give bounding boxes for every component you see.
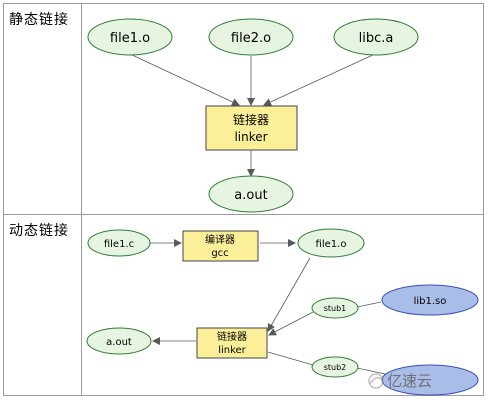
watermark-logo-icon bbox=[368, 373, 384, 389]
dynamic-compiler-en-label: gcc bbox=[211, 248, 228, 259]
edge-stub1-lib1 bbox=[356, 301, 382, 308]
static-aout-label: a.out bbox=[234, 188, 267, 203]
static-file1-node: file1.o bbox=[87, 18, 173, 56]
dynamic-stub1-label: stub1 bbox=[324, 304, 347, 313]
dynamic-lib1-label: lib1.so bbox=[414, 296, 447, 307]
dynamic-compiler-box: 编译器 gcc bbox=[182, 230, 259, 262]
edge-stub2-lib bbox=[356, 367, 391, 376]
dynamic-link-label: 动态链接 bbox=[9, 223, 69, 239]
dynamic-aout-label: a.out bbox=[106, 337, 132, 348]
watermark-text: 亿速云 bbox=[387, 372, 433, 390]
dynamic-object-node: file1.o bbox=[297, 228, 365, 258]
dynamic-lib1-node: lib1.so bbox=[381, 284, 479, 316]
static-file2-label: file2.o bbox=[231, 31, 271, 46]
dynamic-object-label: file1.o bbox=[316, 239, 347, 250]
dynamic-source-label: file1.c bbox=[104, 239, 134, 250]
row-divider bbox=[3, 214, 484, 215]
edge-libc-linker bbox=[263, 53, 376, 106]
static-linker-en-label: linker bbox=[234, 130, 267, 144]
dynamic-stub1-node: stub1 bbox=[311, 297, 359, 319]
table-frame bbox=[3, 3, 484, 396]
edge-file1-linker bbox=[129, 53, 240, 106]
edge-object-linker bbox=[267, 257, 311, 332]
dynamic-linker-box: 链接器 linker bbox=[196, 327, 268, 359]
static-aout-node: a.out bbox=[208, 175, 294, 213]
dynamic-linker-en-label: linker bbox=[218, 345, 246, 356]
static-file2-node: file2.o bbox=[208, 18, 294, 56]
dynamic-aout-node: a.out bbox=[86, 327, 152, 355]
column-divider bbox=[81, 3, 82, 396]
edge-linker-stub2 bbox=[267, 351, 314, 366]
dynamic-edges bbox=[150, 239, 391, 376]
dynamic-compiler-cn-label: 编译器 bbox=[205, 233, 235, 246]
dynamic-stub2-label: stub2 bbox=[324, 363, 347, 372]
static-libc-label: libc.a bbox=[359, 31, 394, 46]
static-edges bbox=[129, 53, 376, 177]
static-file1-label: file1.o bbox=[110, 31, 150, 46]
edge-stub1-linker bbox=[268, 311, 314, 336]
static-libc-node: libc.a bbox=[333, 18, 419, 56]
dynamic-linker-cn-label: 链接器 bbox=[217, 330, 247, 343]
static-linker-cn-label: 链接器 bbox=[233, 112, 269, 127]
static-link-label: 静态链接 bbox=[9, 12, 69, 28]
dynamic-source-node: file1.c bbox=[87, 229, 151, 257]
dynamic-stub2-node: stub2 bbox=[311, 356, 359, 378]
static-linker-box: 链接器 linker bbox=[205, 105, 298, 151]
